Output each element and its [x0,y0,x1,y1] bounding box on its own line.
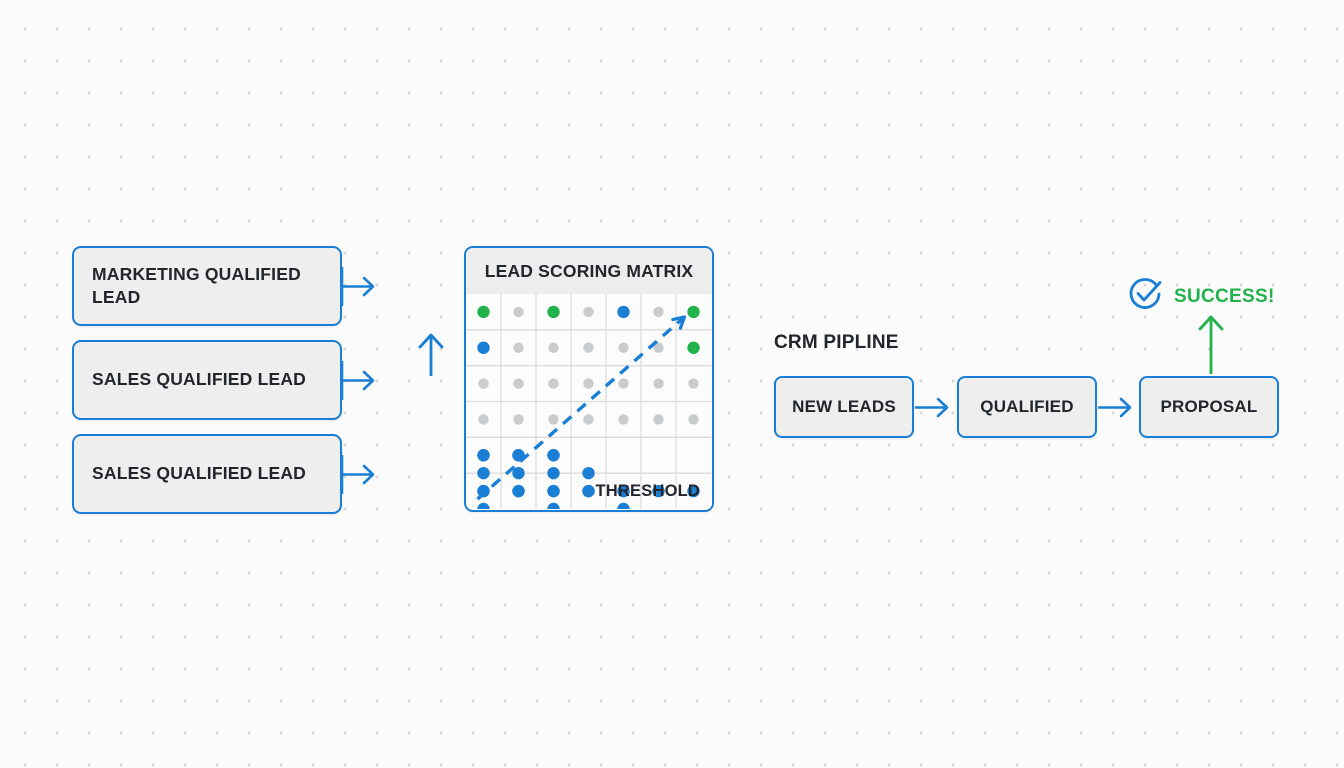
threshold-label: THRESHOLD [595,482,700,500]
crm-pipeline-title: CRM PIPLINE [774,332,899,353]
pipeline-stage-new-leads[interactable]: NEW LEADS [774,376,914,438]
lead-card-marketing-qualified[interactable]: MARKETING QUALIFIED LEAD [72,246,342,326]
lead-card-label: MARKETING QUALIFIED LEAD [92,263,301,307]
lead-card-sales-qualified-1[interactable]: SALES QUALIFIED LEAD [72,340,342,420]
lead-card-sales-qualified-2[interactable]: SALES QUALIFIED LEAD [72,434,342,514]
arrow-new-leads-to-qualified [915,392,959,424]
arrow-qualified-to-proposal [1098,392,1142,424]
lead-scoring-matrix-panel[interactable]: LEAD SCORING MATRIX THRESHOLD [464,246,714,512]
check-circle-icon [1126,275,1164,318]
matrix-title: LEAD SCORING MATRIX [466,248,712,294]
lead-card-label: SALES QUALIFIED LEAD [92,369,307,390]
matrix-grid-and-dots [466,294,711,509]
success-label: SUCCESS! [1174,285,1275,307]
lead-card-label: SALES QUALIFIED LEAD [92,463,307,484]
pipeline-stage-label: NEW LEADS [792,397,896,416]
arrow-up-to-matrix [412,330,450,378]
pipeline-stage-label: QUALIFIED [980,397,1074,416]
success-badge: SUCCESS! [1126,275,1275,318]
pipeline-stage-proposal[interactable]: PROPOSAL [1139,376,1279,438]
pipeline-stage-label: PROPOSAL [1160,397,1258,416]
arrow-lead-card-3-out [340,454,383,496]
arrow-lead-card-2-out [340,360,383,402]
arrow-up-to-success [1193,312,1229,376]
matrix-plot-area: THRESHOLD [466,294,712,509]
arrow-lead-card-1-out [340,266,383,308]
pipeline-stage-qualified[interactable]: QUALIFIED [957,376,1097,438]
